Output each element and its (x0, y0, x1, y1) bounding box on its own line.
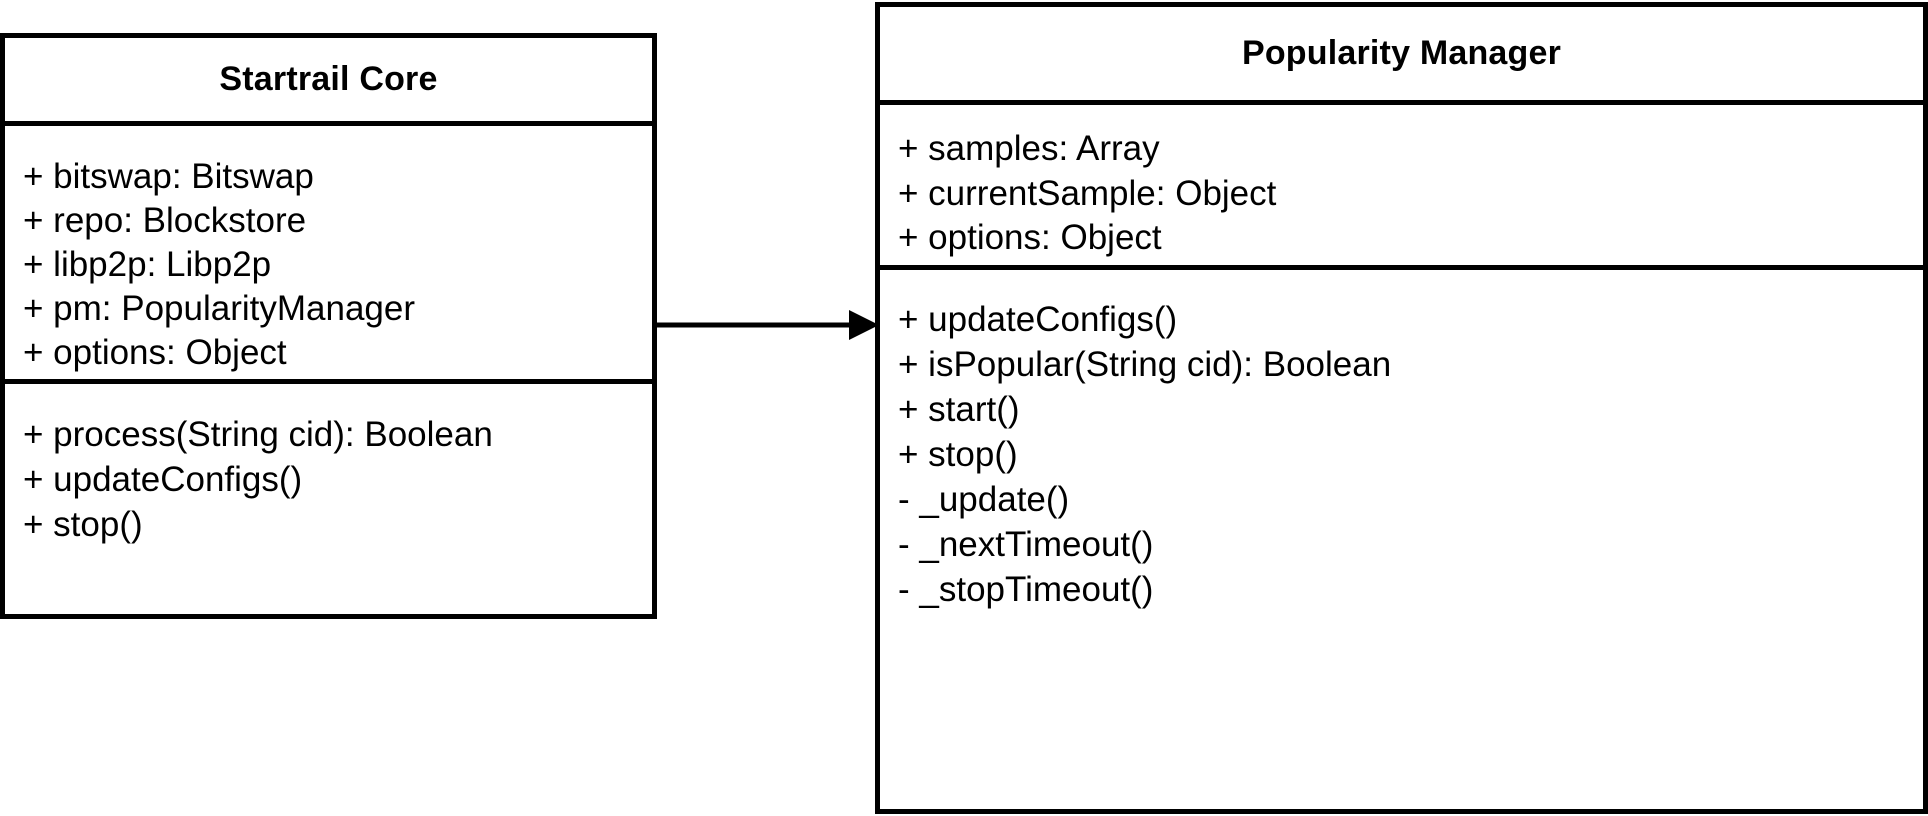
operation-row: - _stopTimeout() (898, 570, 1154, 609)
uml-class-popularity-manager[interactable]: Popularity Manager + samples: Array + cu… (875, 2, 1928, 814)
attribute-row: + options: Object (23, 333, 287, 372)
attribute-row: + pm: PopularityManager (23, 289, 416, 328)
arrowhead-icon (849, 310, 879, 340)
operation-row: + isPopular(String cid): Boolean (898, 345, 1392, 384)
attribute-row: + repo: Blockstore (23, 201, 307, 240)
attribute-row: + libp2p: Libp2p (23, 245, 272, 284)
attributes-compartment-popularity-manager: + samples: Array + currentSample: Object… (880, 100, 1923, 265)
attribute-row: + samples: Array (898, 129, 1160, 168)
operation-row: + updateConfigs() (23, 460, 303, 499)
operation-row: + process(String cid): Boolean (23, 415, 493, 454)
operation-row: + stop() (23, 505, 143, 544)
attribute-row: + currentSample: Object (898, 173, 1277, 213)
operation-row: - _nextTimeout() (898, 525, 1154, 564)
association-arrow-core-to-popularity-manager[interactable] (653, 306, 881, 346)
operation-row: + stop() (898, 435, 1018, 474)
attribute-row: + bitswap: Bitswap (23, 157, 314, 196)
operation-row: + updateConfigs() (898, 300, 1178, 339)
operation-row: + start() (898, 390, 1020, 429)
uml-class-startrail-core[interactable]: Startrail Core + bitswap: Bitswap + repo… (0, 33, 657, 619)
operations-compartment-popularity-manager: + updateConfigs() + isPopular(String cid… (880, 265, 1923, 809)
class-title-startrail-core: Startrail Core (219, 60, 438, 98)
class-title-popularity-manager: Popularity Manager (1241, 34, 1562, 72)
attributes-compartment-startrail-core: + bitswap: Bitswap + repo: Blockstore + … (5, 121, 652, 379)
attribute-row: + options: Object (898, 218, 1162, 258)
operation-row: - _update() (898, 480, 1070, 519)
operations-compartment-startrail-core: + process(String cid): Boolean + updateC… (5, 379, 652, 614)
